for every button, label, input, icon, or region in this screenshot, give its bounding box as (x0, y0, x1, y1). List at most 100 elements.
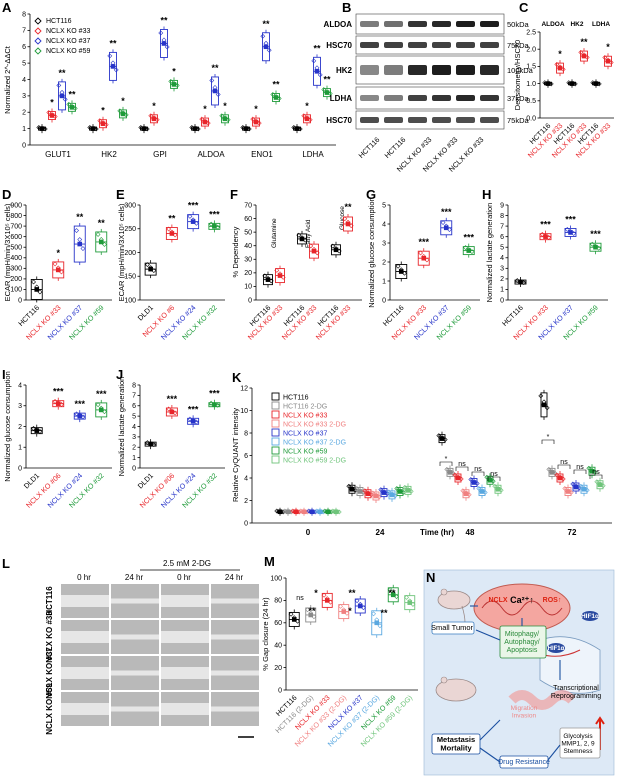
significance-label: * (121, 96, 125, 106)
mean-marker (148, 441, 153, 447)
y-axis-label: Densitometry/HSC70 (513, 40, 522, 110)
box-NCLX KO #32 (208, 220, 221, 233)
blot-marker-label: 75kDa (507, 116, 530, 125)
blot-band (456, 21, 475, 27)
data-point (321, 592, 327, 598)
legend-marker (34, 37, 42, 45)
significance-bracket (439, 461, 453, 466)
blot-band (432, 65, 451, 75)
data-point (311, 614, 317, 620)
significance-label: ** (160, 15, 168, 25)
data-point (560, 66, 566, 72)
data-point (546, 234, 552, 240)
data-point (539, 231, 545, 237)
blot-row-label: LDHA (330, 94, 352, 103)
data-point (410, 601, 416, 607)
box-0-4 (306, 507, 318, 516)
blot-band (384, 95, 403, 101)
data-point (439, 435, 445, 441)
legend-marker (271, 437, 280, 446)
box-HK2-2 (107, 49, 119, 84)
y-tick-label: 6 (132, 403, 136, 410)
box-24-4 (378, 485, 390, 500)
data-point (336, 509, 342, 515)
blot-band (480, 21, 499, 27)
data-point (317, 509, 323, 514)
data-point (404, 594, 409, 600)
column-label: 0 hr (177, 573, 191, 582)
data-point (291, 615, 297, 621)
box-LDHA-2 (311, 54, 323, 89)
y-tick-label: 4 (132, 424, 136, 431)
mean-marker (120, 111, 126, 117)
y-axis-label: ECAR (mpH/min/3X10⁵ cells) (3, 203, 12, 301)
data-point (593, 243, 598, 249)
y-axis-label: ECAR (mpH/min/3X10⁵ cells) (117, 203, 126, 301)
mean-marker (581, 53, 587, 59)
y-tick-label: 3 (500, 266, 504, 273)
data-point (199, 116, 205, 122)
data-point (295, 618, 300, 624)
mean-marker (447, 470, 453, 475)
data-point (151, 268, 157, 274)
blot-band (432, 117, 451, 123)
data-point (593, 80, 599, 86)
data-point (250, 116, 256, 122)
mean-marker (301, 509, 307, 515)
significance-label: ns (592, 469, 600, 476)
data-point (398, 267, 404, 273)
diagram-label-line: Autophagy/ (504, 639, 539, 646)
significance-bracket (487, 476, 501, 481)
data-point (166, 406, 172, 412)
data-point (298, 508, 304, 514)
y-tick-label: 2 (132, 445, 136, 452)
data-point (402, 270, 407, 276)
data-point (354, 486, 360, 491)
significance-label: *** (209, 389, 220, 399)
blot-row-label: HK2 (336, 66, 353, 75)
data-point (407, 598, 413, 604)
mean-marker (605, 58, 611, 64)
significance-label: * (547, 434, 550, 441)
data-point (360, 490, 366, 495)
data-point (103, 122, 109, 128)
box-HK2-0 (87, 124, 99, 134)
panel-label-N: N (426, 570, 435, 585)
y-tick-label: 30 (244, 257, 252, 264)
mean-marker (568, 230, 573, 235)
data-point (474, 481, 480, 486)
data-point (77, 412, 83, 418)
data-point (265, 275, 271, 281)
data-point (498, 487, 504, 493)
mean-marker (463, 491, 469, 497)
data-point (190, 217, 196, 223)
data-point (444, 466, 450, 472)
panel-label-B: B (342, 0, 351, 15)
y-tick-label: 60 (274, 620, 282, 627)
data-point (447, 227, 452, 232)
data-point (55, 265, 61, 271)
data-point (268, 278, 274, 284)
data-point (544, 405, 550, 411)
data-point (314, 250, 320, 256)
mean-marker (373, 493, 379, 499)
data-point (518, 279, 523, 284)
significance-label: ** (580, 37, 588, 47)
data-point (325, 509, 331, 514)
mean-marker (212, 224, 217, 229)
data-point (113, 67, 119, 73)
significance-label: * (314, 588, 318, 598)
mean-marker (253, 119, 259, 125)
data-point (49, 112, 55, 117)
box-GPI-2 (158, 26, 170, 61)
y-tick-label: 400 (10, 255, 22, 262)
data-point (260, 33, 266, 39)
treatment-label: 2.5 mM 2-DG (163, 559, 211, 568)
data-point (37, 289, 43, 295)
data-point (80, 414, 86, 420)
box-NCLX KO #33 (417, 248, 430, 269)
y-tick-label: 0 (382, 297, 386, 304)
legend-label: NCLX KO #37 2-DG (283, 440, 346, 447)
